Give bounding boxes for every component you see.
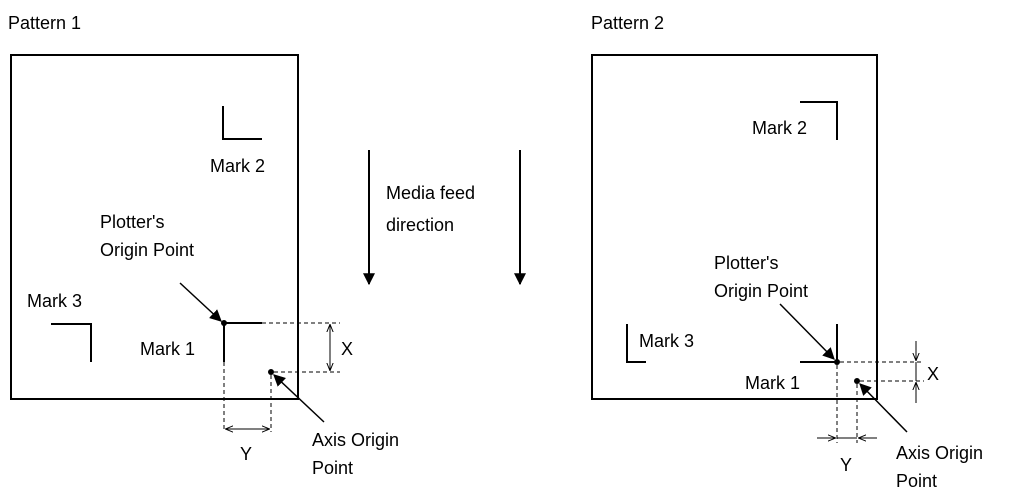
pattern-2-axis-origin-dot bbox=[854, 378, 860, 384]
pattern-2-plotter-origin-arrow bbox=[779, 303, 835, 360]
pattern-2-plotter-origin-dot bbox=[834, 359, 840, 365]
pattern-1-axis-origin-arrow bbox=[273, 374, 325, 423]
pattern-1-axis-origin-label-line2: Point bbox=[312, 458, 353, 478]
pattern-1-plotter-origin-label-line2: Origin Point bbox=[100, 240, 194, 260]
pattern-1-y-label: Y bbox=[240, 444, 252, 464]
pattern-2-mark-2-shape bbox=[800, 101, 838, 140]
pattern-2-mark-2-label: Mark 2 bbox=[752, 118, 807, 138]
pattern-1-mark-3-label: Mark 3 bbox=[27, 291, 82, 311]
feed-label-line1: Media feed bbox=[386, 183, 475, 203]
pattern-1-axis-origin-dot bbox=[268, 369, 274, 375]
pattern-1-title: Pattern 1 bbox=[8, 13, 81, 33]
pattern-2-y-label: Y bbox=[840, 455, 852, 475]
pattern-1-plotter-origin-label-line1: Plotter's bbox=[100, 212, 164, 232]
pattern-1: Pattern 1 Mark 2 Mark 3 Mark 1 Plotter's… bbox=[8, 13, 399, 478]
pattern-2-mark-3-label: Mark 3 bbox=[639, 331, 694, 351]
pattern-2-plotter-origin-label-line2: Origin Point bbox=[714, 281, 808, 301]
pattern-1-x-label: X bbox=[341, 339, 353, 359]
pattern-1-mark-1-shape bbox=[223, 322, 262, 362]
pattern-1-mark-1-label: Mark 1 bbox=[140, 339, 195, 359]
feed-label-line2: direction bbox=[386, 215, 454, 235]
pattern-1-extension-lines bbox=[223, 322, 340, 432]
pattern-2-axis-origin-label-line1: Axis Origin bbox=[896, 443, 983, 463]
pattern-1-mark-3-shape bbox=[51, 323, 92, 362]
pattern-2-x-label: X bbox=[927, 364, 939, 384]
pattern-2-plotter-origin-label-line1: Plotter's bbox=[714, 253, 778, 273]
pattern-1-plotter-origin-arrow bbox=[179, 282, 222, 322]
pattern-2-extension-lines bbox=[836, 361, 924, 443]
pattern-2-axis-origin-arrow bbox=[859, 383, 908, 433]
pattern-1-mark-2-shape bbox=[222, 106, 262, 140]
pattern-2-title: Pattern 2 bbox=[591, 13, 664, 33]
pattern-1-mark-2-label: Mark 2 bbox=[210, 156, 265, 176]
pattern-2: Pattern 2 Mark 2 Mark 3 Mark 1 Plotter's… bbox=[591, 13, 983, 489]
pattern-1-media-sheet bbox=[10, 54, 299, 400]
pattern-2-mark-1-label: Mark 1 bbox=[745, 373, 800, 393]
pattern-1-plotter-origin-dot bbox=[221, 320, 227, 326]
pattern-2-mark-3-shape bbox=[626, 324, 646, 363]
media-feed-indicator: Media feed direction bbox=[363, 150, 526, 286]
pattern-1-axis-origin-label-line1: Axis Origin bbox=[312, 430, 399, 450]
pattern-2-media-sheet bbox=[591, 54, 878, 400]
pattern-2-axis-origin-label-line2: Point bbox=[896, 471, 937, 489]
